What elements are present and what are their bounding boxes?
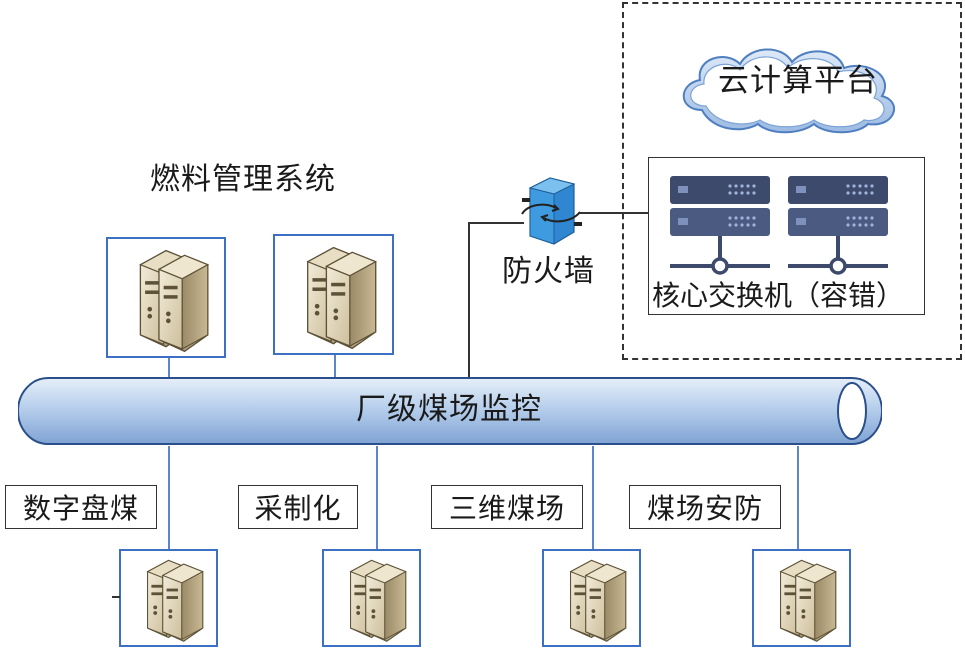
cloud-icon (682, 48, 895, 134)
core-switch-icon (670, 176, 888, 275)
subsystem-server-2 (322, 549, 421, 647)
system-title: 燃料管理系统 (150, 162, 336, 197)
subsystem-label-3d-yard: 三维煤场 (431, 485, 583, 529)
server-icon (324, 551, 419, 645)
server-icon (121, 551, 216, 645)
cloud-label: 云计算平台 (718, 63, 878, 99)
subsystem-label-yard-security: 煤场安防 (629, 485, 781, 529)
subsystem-label-digital-inventory: 数字盘煤 (5, 485, 157, 529)
monitoring-bus (18, 377, 882, 445)
server-icon (275, 236, 392, 353)
top-server-1-link (168, 358, 170, 380)
server-icon (754, 551, 849, 645)
subsystem-label-sampling: 采制化 (238, 485, 358, 529)
fuel-server-2 (273, 234, 394, 355)
sub-link-2 (376, 446, 378, 549)
firewall-switch-link (580, 212, 648, 214)
sub-link-1 (168, 446, 170, 549)
firewall-label: 防火墙 (502, 254, 595, 289)
sub-link-4 (797, 446, 799, 549)
subsystem-server-4 (752, 549, 851, 647)
firewall-icon (521, 177, 582, 245)
subsystem-server-3 (542, 549, 641, 647)
cloud-region (622, 2, 962, 360)
stub-line (112, 596, 120, 598)
server-icon (108, 239, 224, 356)
top-server-2-link (334, 355, 336, 380)
sub-link-3 (592, 446, 594, 549)
core-switch-label: 核心交换机（容错） (652, 279, 905, 312)
subsystem-server-1 (119, 549, 218, 647)
fuel-server-1 (106, 237, 226, 358)
firewall-bus-link-h (468, 222, 524, 224)
bus-label: 厂级煤场监控 (356, 392, 542, 427)
firewall-bus-link-v (468, 222, 470, 382)
server-icon (544, 551, 639, 645)
